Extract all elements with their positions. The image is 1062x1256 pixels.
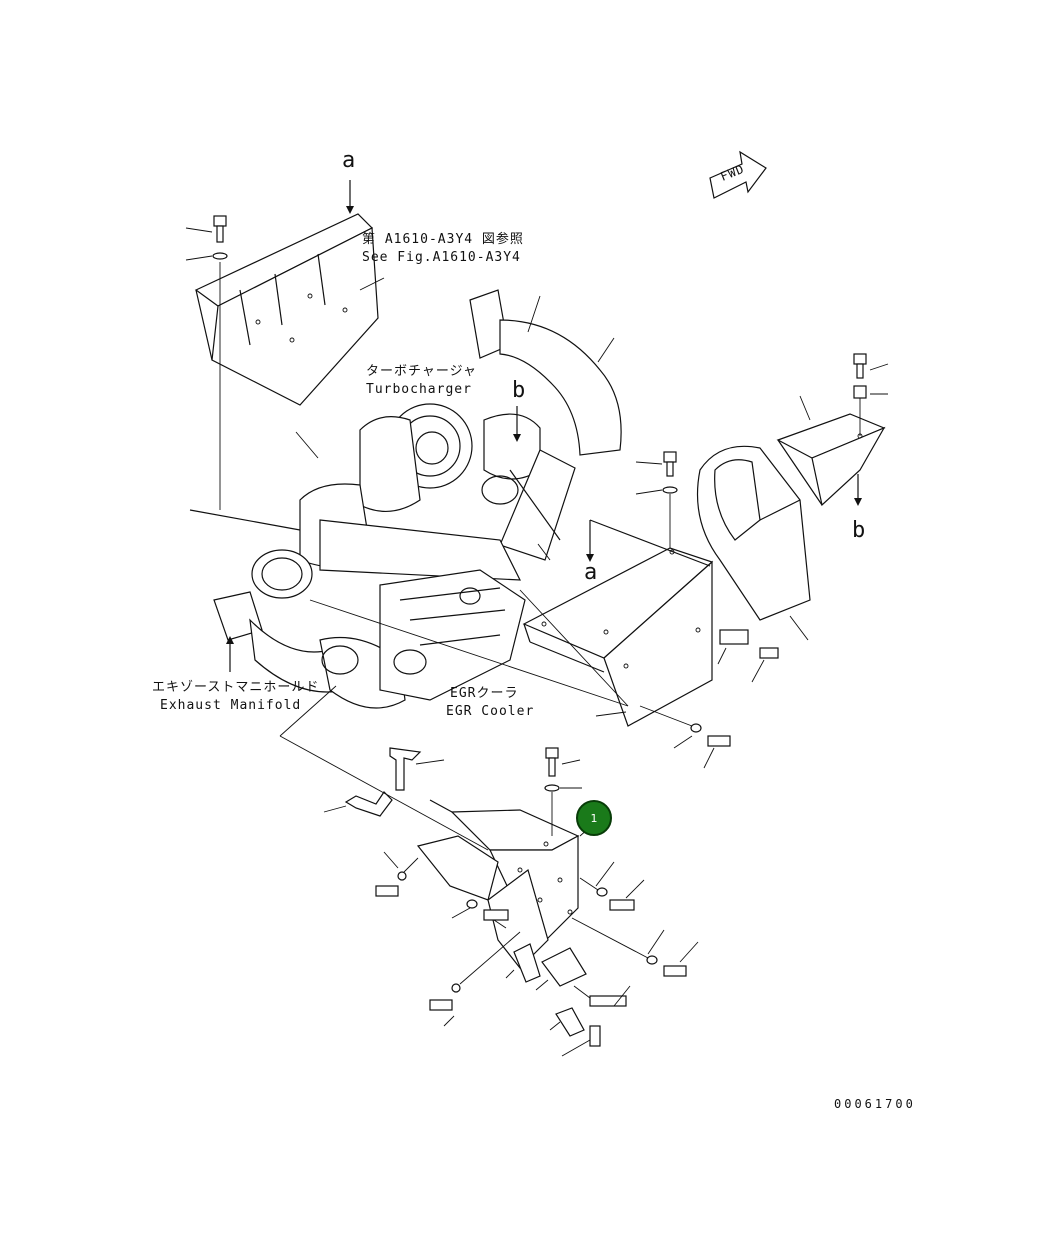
right-bracket [776,353,889,507]
bolt-top-left [185,215,385,510]
ref-label-en: See Fig.A1610-A3Y4 [362,250,521,265]
drawing-number: 00061700 [834,1097,916,1111]
top-bracket [194,180,379,406]
marker-a-mid: a [584,560,598,585]
callout-badge-1[interactable]: 1 [576,800,612,836]
marker-b-right: b [852,518,866,543]
marker-b-left: b [512,378,526,403]
b-arrow-left [513,406,521,442]
fwd-arrow-icon [709,150,767,199]
marker-a-top: a [342,148,356,173]
turbocharger-label-en: Turbocharger [366,382,472,397]
exhaust-manifold-label-ja: エキゾーストマニホールド [152,680,320,695]
exhaust-manifold-label-en: Exhaust Manifold [160,698,302,713]
air-duct [696,445,811,683]
turbocharger-label-ja: ターボチャージャ [366,364,477,379]
egr-cooler-label-ja: EGRクーラ [450,686,519,701]
turbocharger-assembly [189,289,622,709]
ref-label-ja: 第 A1610-A3Y4 図参照 [362,232,524,247]
egr-cooler-label-en: EGR Cooler [446,704,535,719]
lower-bracket-assembly [279,685,699,1057]
heat-shield-panel [309,451,731,769]
